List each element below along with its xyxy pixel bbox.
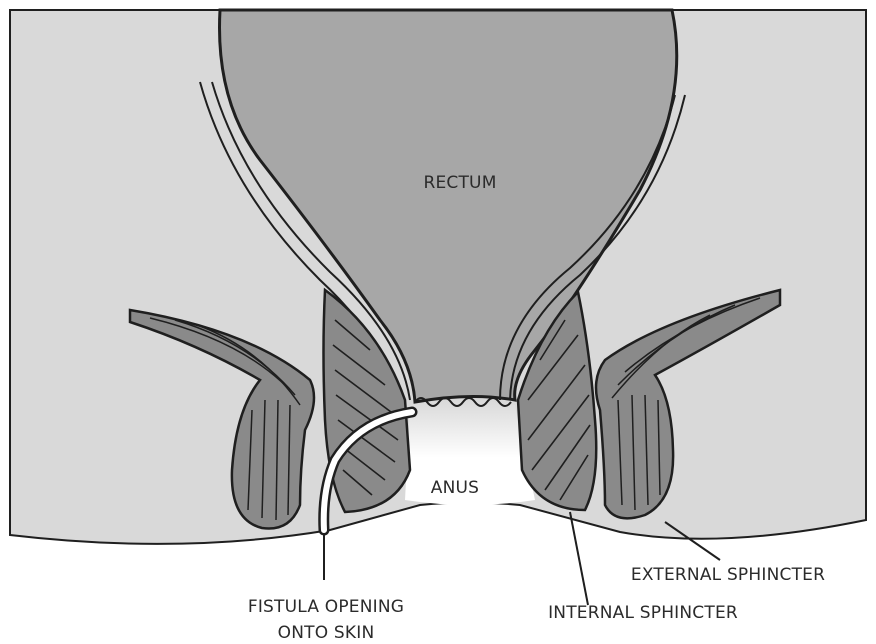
external-sphincter-label: EXTERNAL SPHINCTER <box>631 565 825 585</box>
internal-sphincter-leader-line <box>570 512 588 605</box>
anus-label: ANUS <box>431 478 479 498</box>
internal-sphincter-label: INTERNAL SPHINCTER <box>548 603 738 623</box>
fistula-opening-label-line2: ONTO SKIN <box>278 623 375 643</box>
rectum-label: RECTUM <box>423 173 496 193</box>
fistula-opening-label-line1: FISTULA OPENING <box>248 597 404 617</box>
